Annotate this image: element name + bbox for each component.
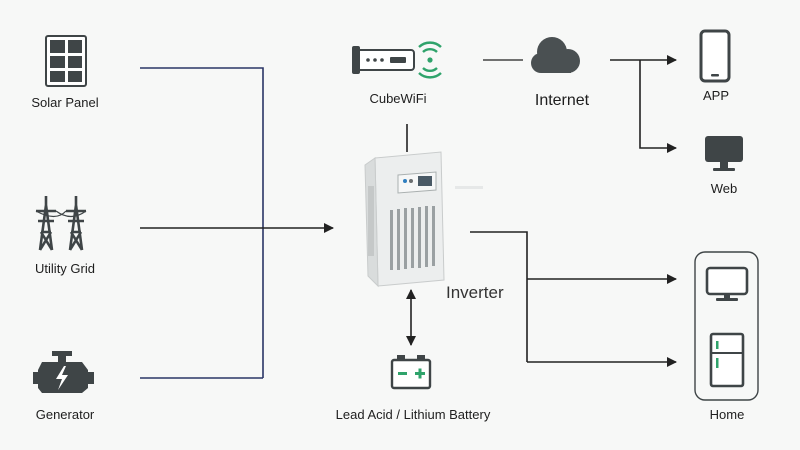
phone-icon: [699, 29, 731, 83]
monitor-icon: [705, 136, 743, 171]
solar-panel-label: Solar Panel: [31, 95, 99, 110]
inverter-label: Inverter: [446, 283, 504, 302]
utility-grid-icon: [35, 196, 87, 251]
battery-icon: [390, 355, 432, 390]
app-label: APP: [702, 88, 730, 103]
internet-to-web-arrow: [639, 60, 677, 153]
refrigerator-icon: [709, 332, 745, 388]
utility-grid-label: Utility Grid: [35, 261, 95, 276]
inverter-to-home-line: [470, 231, 528, 362]
generator-label: Generator: [35, 407, 95, 422]
solar-to-bus-line: [140, 67, 264, 378]
battery-label: Lead Acid / Lithium Battery: [335, 407, 491, 422]
tv-icon: [705, 266, 749, 301]
solar-panel-icon: [45, 35, 87, 87]
cubewifi-icon: [352, 41, 442, 79]
connectors: [140, 55, 677, 379]
web-label: Web: [710, 181, 738, 196]
home-enclosure: [694, 251, 759, 401]
internet-label: Internet: [534, 92, 590, 109]
cloud-icon: [531, 37, 580, 73]
cubewifi-label: CubeWiFi: [369, 91, 427, 106]
inverter-unit: [364, 151, 483, 288]
generator-icon: [33, 351, 94, 393]
home-label: Home: [709, 407, 745, 422]
